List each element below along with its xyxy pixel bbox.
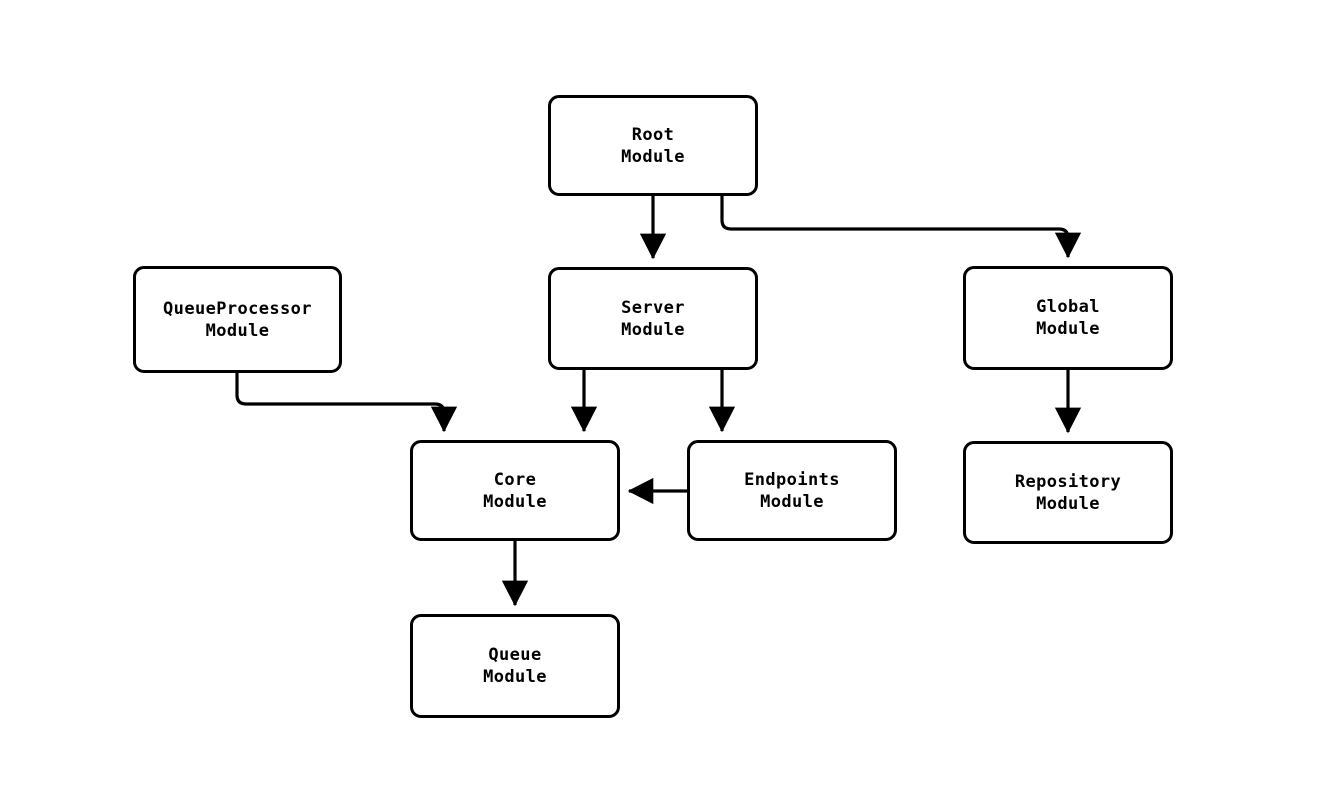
node-queue-module-line2: Module: [483, 667, 547, 687]
node-core-module[interactable]: Core Module: [410, 440, 620, 541]
edge-queueprocessor-core: [235, 373, 458, 433]
node-repository-module-line1: Repository: [1014, 471, 1122, 492]
node-server-module-line2: Module: [621, 319, 685, 340]
node-repository-module-line2: Module: [1036, 493, 1100, 514]
node-root-module-line2: Module: [621, 146, 685, 167]
node-endpoints-module-line1: Endpoints: [744, 469, 840, 490]
node-endpoints-module[interactable]: Endpoints Module: [687, 440, 897, 541]
node-core-module-line2: Module: [483, 491, 547, 512]
node-queue-module[interactable]: Queue Module: [410, 614, 620, 718]
node-global-module-line1: Global: [1036, 297, 1100, 317]
node-root-module[interactable]: Root Module: [548, 95, 758, 196]
node-queueprocessor-module[interactable]: QueueProcessor Module: [133, 266, 342, 373]
node-core-module-line1: Core: [493, 469, 537, 490]
edge-root-global: [720, 196, 1082, 259]
node-global-module[interactable]: Global Module: [963, 266, 1173, 370]
node-server-module[interactable]: Server Module: [548, 267, 758, 370]
node-root-module-line1: Root: [631, 124, 675, 145]
node-global-module-line2: Module: [1036, 319, 1100, 339]
node-server-module-line1: Server: [621, 297, 685, 318]
node-endpoints-module-line2: Module: [760, 491, 824, 512]
node-queueprocessor-module-line1: QueueProcessor: [163, 298, 312, 319]
node-queue-module-line1: Queue: [488, 645, 542, 665]
node-repository-module[interactable]: Repository Module: [963, 441, 1173, 544]
node-queueprocessor-module-line2: Module: [205, 320, 270, 341]
